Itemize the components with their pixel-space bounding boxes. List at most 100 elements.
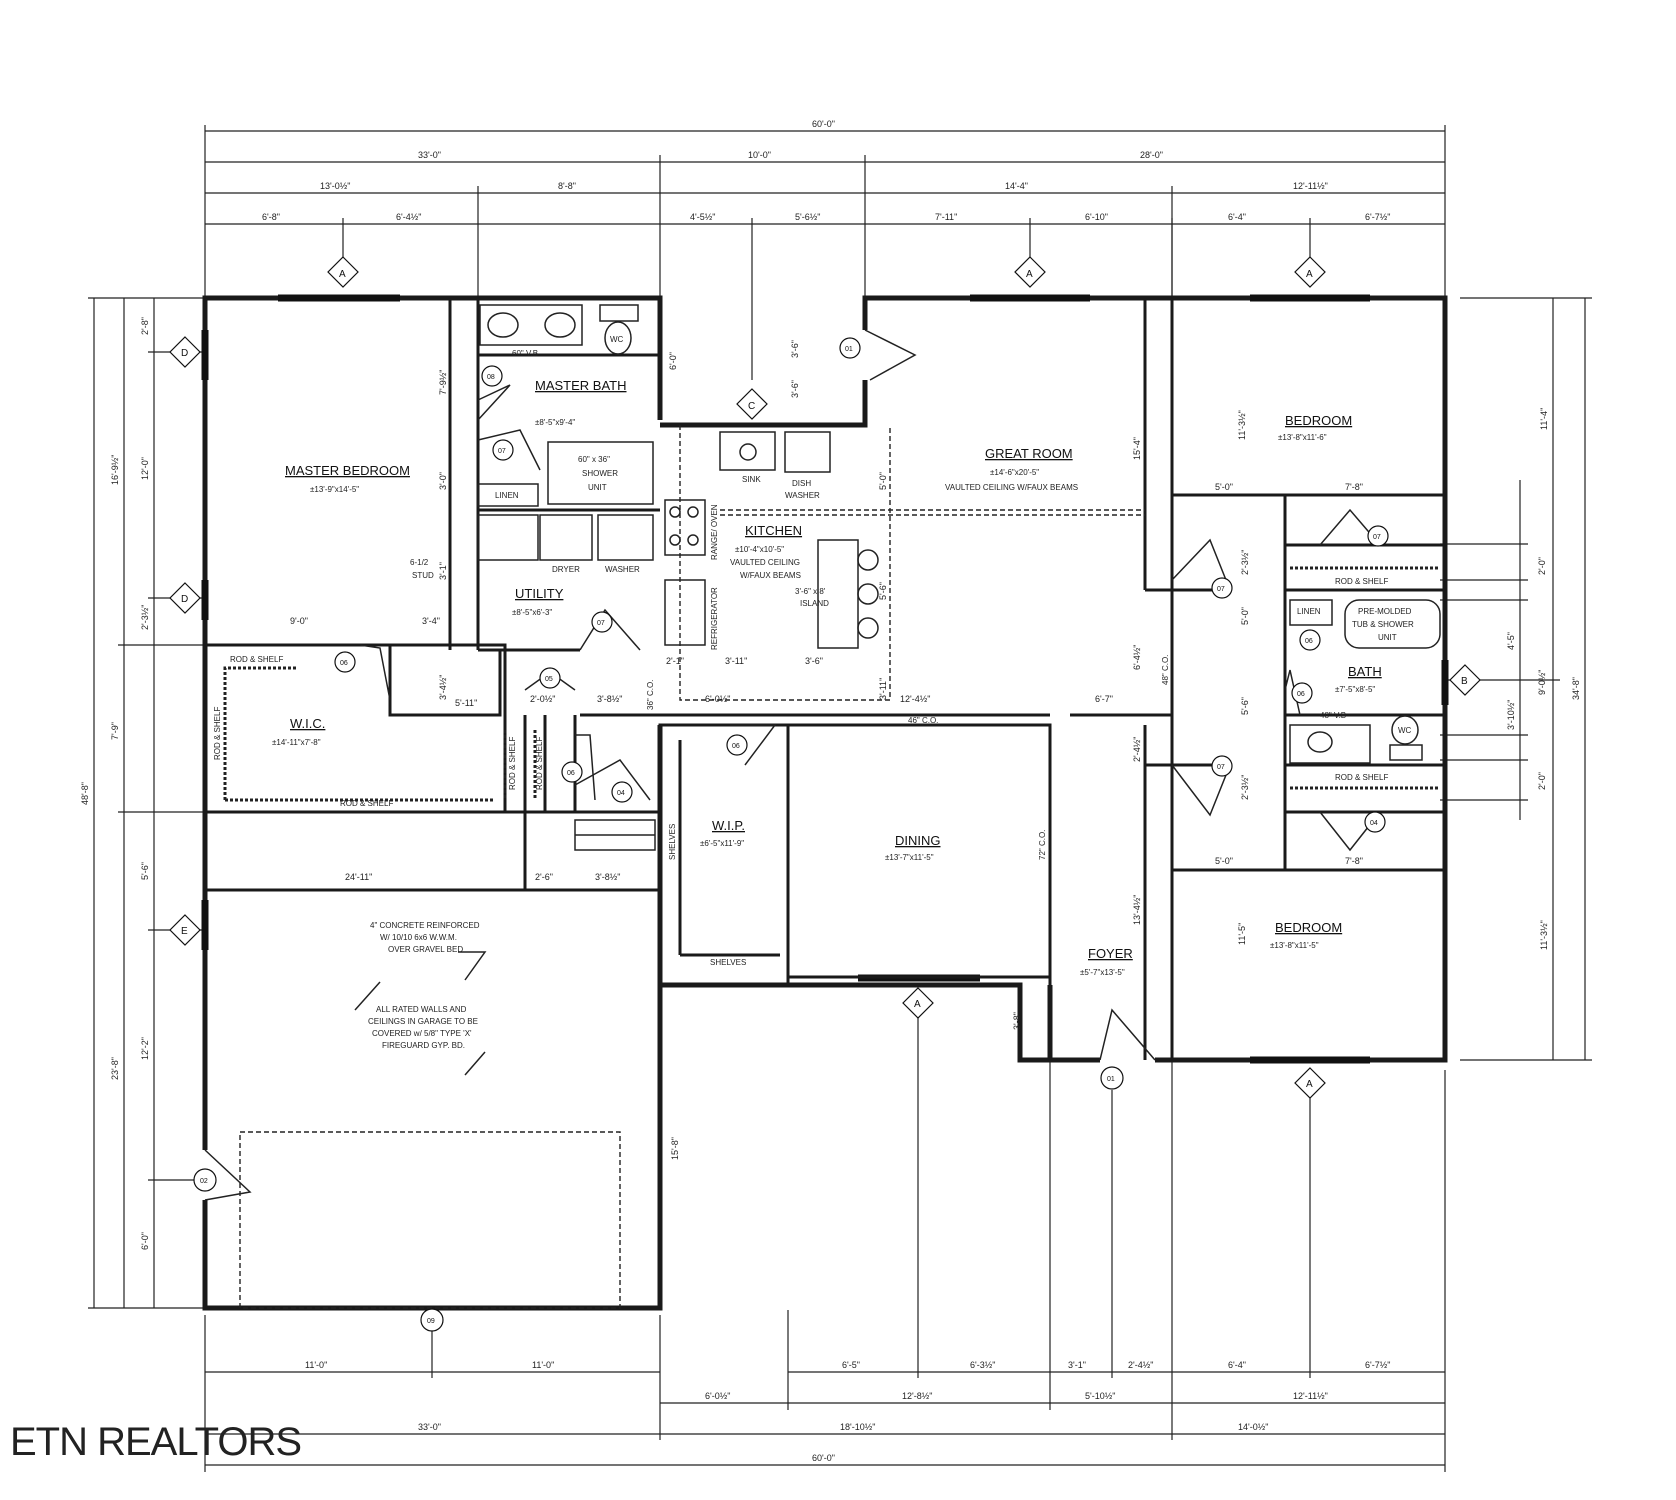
dim-int-foyer-h3: 2'-4½"	[1132, 737, 1142, 762]
note-island2: ISLAND	[800, 599, 829, 608]
note-tub2: TUB & SHOWER	[1352, 620, 1414, 629]
dim-int-kit-h1: 5'-0"	[878, 472, 888, 490]
dim-int-hall2: 2'-0½"	[530, 694, 555, 704]
dim-int-mb-h1: 7'-9½"	[438, 370, 448, 395]
note-co-48: 48" C.O.	[1161, 655, 1170, 685]
tag-a-icon: A	[327, 256, 359, 288]
dim-int-gr-w1: 12'-4½"	[900, 694, 930, 704]
room-utility: UTILITY	[515, 586, 564, 601]
room-utility-size: ±8'-5"x6'-3"	[512, 608, 552, 617]
door-tag-07-icon: 07	[591, 611, 613, 633]
dim-bot-l3-c: 14'-0½"	[1238, 1422, 1268, 1432]
wic-rod-shelf	[223, 666, 298, 800]
interior-dimensions: 9'-0" 3'-4" 24'-11" 2'-6" 3'-8½" 5'-11" …	[290, 340, 1363, 1160]
dim-right-l3-b: 4'-5"	[1506, 632, 1516, 650]
door-tag-label: 01	[1107, 1076, 1115, 1083]
dim-int-gr-h: 15'-4"	[1132, 437, 1142, 460]
dim-int-kit-h2: 3'-6"	[790, 340, 800, 358]
dim-int-hall4: 6'-0½"	[705, 694, 730, 704]
dim-left-overall: 48'-8"	[80, 782, 90, 805]
dim-top-l3-g: 6'-4"	[1228, 212, 1246, 222]
tag-e-label: E	[181, 926, 188, 937]
door-tag-09-icon: 09	[420, 1308, 444, 1332]
room-kitchen-note1: VAULTED CEILING	[730, 558, 800, 567]
dim-left-l3-e: 12'-2"	[140, 1037, 150, 1060]
tag-b-label: B	[1461, 676, 1468, 687]
top-dimensions: 60'-0" 33'-0" 10'-0" 28'-0" 13'-0½" 8'-8…	[204, 119, 1446, 420]
dim-int-kit-h4: 3'-11"	[878, 678, 888, 700]
room-great-room: GREAT ROOM	[985, 446, 1073, 461]
door-tag-label: 06	[340, 660, 348, 667]
dim-int-kit-h3: 5'-6"	[878, 582, 888, 600]
room-dining: DINING	[895, 833, 941, 848]
tag-a-label: A	[1026, 269, 1033, 280]
dim-int-mb-h3: 3'-1"	[438, 562, 448, 580]
dim-bot-l1-c: 6'-5"	[842, 1360, 860, 1370]
dim-top-overall: 60'-0"	[812, 119, 835, 129]
dim-int-gar-top: 6'-0"	[668, 352, 678, 370]
door-tag-label: 06	[1305, 638, 1313, 645]
door-tag-label: 09	[427, 1318, 435, 1325]
dim-left-l2-b: 7'-9"	[110, 722, 120, 740]
dim-top-l2-b: 8'-8"	[558, 181, 576, 191]
door-tag-label: 07	[1373, 534, 1381, 541]
note-wip-shelves-side: SHELVES	[668, 824, 677, 860]
garage-note-slab-2: W/ 10/10 6x6 W.W.M.	[380, 933, 457, 942]
dim-bot-l1-f: 2'-4½"	[1128, 1360, 1153, 1370]
dim-left-l3-d: 5'-6"	[140, 862, 150, 880]
dim-bot-l2-d: 12'-11½"	[1293, 1391, 1328, 1401]
dim-int-foyer-h2: 3'-8"	[1012, 1012, 1022, 1030]
door-tag-06-icon: 06	[1299, 629, 1321, 651]
tag-c-label: C	[748, 401, 755, 412]
tag-a-icon: A	[1294, 256, 1326, 288]
dim-int-bath-h4: 2'-3½"	[1240, 775, 1250, 800]
garage-door-outline	[239, 1131, 621, 1309]
dim-int-foyer-h: 13'-4½"	[1132, 895, 1142, 925]
left-dimensions: 48'-8" 16'-9½" 7'-9" 23'-8" 2'-8" 12'-0"…	[80, 297, 205, 1309]
tag-d-label: D	[181, 348, 188, 359]
master-bath-fixtures	[477, 304, 654, 561]
dim-int-bed-w1: 5'-0"	[1215, 482, 1233, 492]
note-stud2: STUD	[412, 571, 434, 580]
dim-right-l3-c: 9'-0½"	[1537, 670, 1547, 695]
dim-top-l3-d: 5'-6½"	[795, 212, 820, 222]
note-wc-bath: WC	[1398, 726, 1412, 735]
dim-bot-l1-d: 6'-3½"	[970, 1360, 995, 1370]
note-hall-rod-2: ROD & SHELF	[535, 737, 544, 790]
door-tag-06-icon: 06	[1291, 682, 1313, 704]
dim-int-bath-h3: 2'-3½"	[1240, 550, 1250, 575]
dim-bot-l1-h: 6'-7½"	[1365, 1360, 1390, 1370]
tag-c-icon: C	[736, 388, 768, 420]
dim-bot-l2-b: 12'-8½"	[902, 1391, 932, 1401]
dim-bot-l1-g: 6'-4"	[1228, 1360, 1246, 1370]
note-co-36: 36" C.O.	[646, 680, 655, 710]
dim-int-bed-h2: 11'-5"	[1237, 923, 1247, 945]
note-wic-rod-side: ROD & SHELF	[213, 707, 222, 760]
tag-a-icon: A	[1014, 256, 1046, 288]
dim-top-l1-a: 33'-0"	[418, 150, 441, 160]
note-wic-rod-bottom: ROD & SHELF	[340, 799, 393, 808]
note-wip-shelves-bottom: SHELVES	[710, 958, 746, 967]
tag-a-label: A	[914, 999, 921, 1010]
tag-a-icon: A	[1294, 1067, 1326, 1099]
note-vanity-bath: 48" V.B	[1320, 711, 1346, 720]
dim-left-l3-c: 2'-3½"	[140, 605, 150, 630]
room-bedroom-bottom: BEDROOM	[1275, 920, 1342, 935]
dim-left-l3-f: 6'-0"	[140, 1232, 150, 1250]
door-tag-07-icon: 07	[1211, 755, 1233, 777]
tag-d-icon: D	[169, 336, 201, 368]
door-tag-label: 05	[545, 676, 553, 683]
dim-int-ut-h: 3'-4½"	[438, 675, 448, 700]
tag-d-icon: D	[169, 582, 201, 614]
room-kitchen-size: ±10'-4"x10'-5"	[735, 545, 784, 554]
door-tag-label: 07	[1217, 586, 1225, 593]
dim-bot-l1-b: 11'-0"	[532, 1360, 554, 1370]
dim-left-l2-c: 23'-8"	[110, 1057, 120, 1080]
note-wic-rod-top: ROD & SHELF	[230, 655, 283, 664]
room-dining-size: ±13'-7"x11'-5"	[885, 853, 934, 862]
dim-left-l3-a: 2'-8"	[140, 317, 150, 335]
dim-int-gr-w2: 6'-7"	[1095, 694, 1113, 704]
dim-top-l3-c: 4'-5½"	[690, 212, 715, 222]
room-master-bath: MASTER BATH	[535, 378, 627, 393]
room-great-room-size: ±14'-6"x20'-5"	[990, 468, 1039, 477]
